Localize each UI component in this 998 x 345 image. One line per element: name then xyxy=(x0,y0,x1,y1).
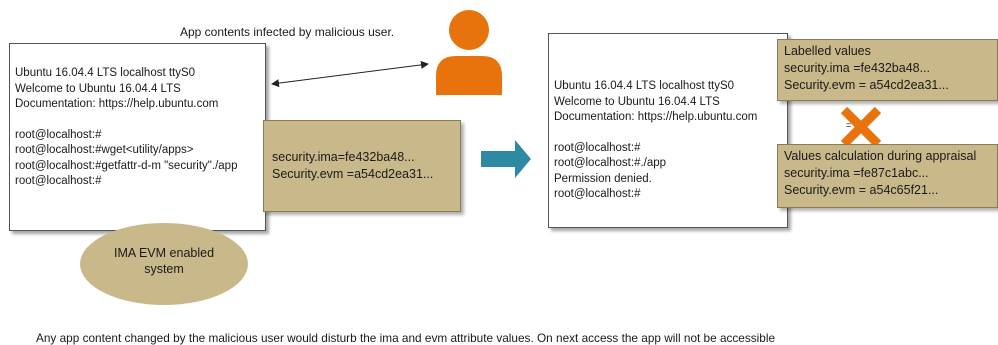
evm-value: Security.evm =a54cd2ea31... xyxy=(272,167,434,181)
terminal-line: root@localhost:#wget<utility/apps> xyxy=(15,144,194,156)
terminal-line: Welcome to Ubuntu 16.04.4 LTS xyxy=(15,82,181,95)
terminal-line: root@localhost:# xyxy=(554,141,641,154)
calculated-values-box: Values calculation during appraisal secu… xyxy=(777,144,998,208)
malicious-user-icon xyxy=(436,10,502,95)
terminal-line: Ubuntu 16.04.4 LTS localhost ttyS0 xyxy=(554,80,735,92)
right-terminal: Ubuntu 16.04.4 LTS localhost ttyS0 Welco… xyxy=(548,33,788,228)
calculated-evm-value: Security.evm = a54c65f21... xyxy=(784,183,939,197)
left-values-box: security.ima=fe432ba48... Security.evm =… xyxy=(263,120,461,212)
terminal-line: Documentation: https://help.ubuntu.com xyxy=(15,98,219,110)
ima-evm-system-ellipse: IMA EVM enabled system xyxy=(80,223,248,305)
labelled-values-box: Labelled values security.ima =fe432ba48.… xyxy=(777,39,998,101)
left-terminal: Ubuntu 16.04.4 LTS localhost ttyS0 Welco… xyxy=(9,43,266,231)
ellipse-label-line2: system xyxy=(144,262,184,276)
ellipse-label-line1: IMA EVM enabled xyxy=(113,246,215,260)
labelled-ima-value: security.ima =fe432ba48... xyxy=(784,61,931,75)
terminal-line: root@localhost:# xyxy=(15,175,102,187)
terminal-line: Ubuntu 16.04.4 LTS localhost ttyS0 xyxy=(15,67,196,79)
calculated-values-title: Values calculation during appraisal xyxy=(784,149,977,163)
equals-sign: = xyxy=(846,120,852,130)
terminal-line: root@localhost:# xyxy=(554,188,641,200)
terminal-line: root@localhost:#./app xyxy=(554,157,667,169)
calculated-ima-value: security.ima =fe87c1abc... xyxy=(784,166,929,180)
user-connector-arrow xyxy=(271,60,429,88)
mismatch-cross-icon xyxy=(840,106,882,148)
labelled-evm-value: Security.evm = a54cd2ea31... xyxy=(784,78,949,92)
flow-arrow-icon xyxy=(481,140,531,178)
terminal-line: root@localhost:# xyxy=(15,128,102,141)
top-caption: App contents infected by malicious user. xyxy=(180,25,395,39)
labelled-values-title: Labelled values xyxy=(784,44,871,58)
ima-value: security.ima=fe432ba48... xyxy=(272,150,415,164)
terminal-line: Welcome to Ubuntu 16.04.4 LTS xyxy=(554,95,720,108)
bottom-caption: Any app content changed by the malicious… xyxy=(36,331,776,345)
terminal-line: Documentation: https://help.ubuntu.com xyxy=(554,111,758,123)
terminal-line: Permission denied. xyxy=(554,172,652,185)
terminal-line: root@localhost:#getfattr-d-m "security".… xyxy=(15,159,238,172)
